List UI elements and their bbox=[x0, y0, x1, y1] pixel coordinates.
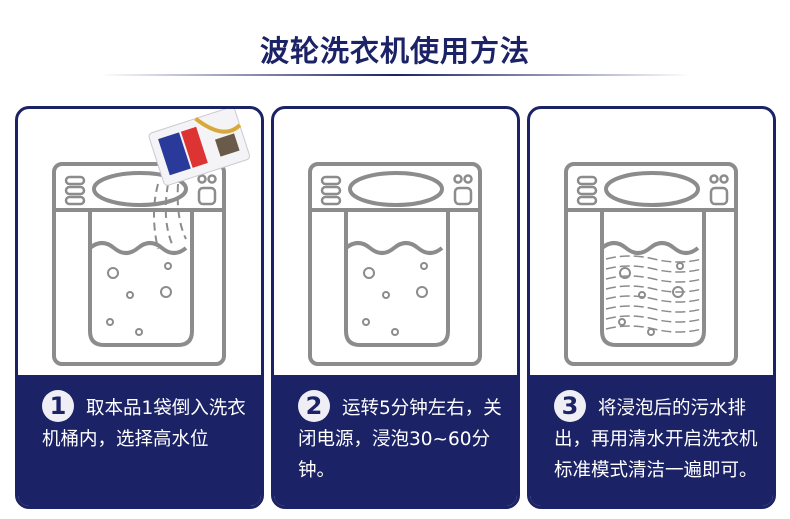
washer-rinse-illustration bbox=[564, 162, 738, 366]
water-surface bbox=[600, 241, 700, 255]
step-text: 运转5分钟左右，关闭电源，浸泡30~60分钟。 bbox=[298, 398, 502, 481]
water-surface bbox=[88, 241, 188, 255]
washer-pour-illustration bbox=[52, 109, 251, 366]
washer-body bbox=[564, 162, 738, 366]
washer-body bbox=[52, 162, 226, 366]
water-surface bbox=[344, 241, 444, 255]
step-number-badge: 3 bbox=[554, 390, 586, 422]
washer-body bbox=[308, 162, 482, 366]
page-title: 波轮洗衣机使用方法 bbox=[259, 34, 530, 68]
title-underline bbox=[100, 74, 690, 76]
washer-tub bbox=[600, 210, 706, 347]
washer-lid bbox=[604, 171, 700, 207]
washer-lid bbox=[348, 171, 444, 207]
step-text: 将浸泡后的污水排出，再用清水开启洗衣机标准模式清洁一遍即可。 bbox=[554, 398, 758, 481]
step-text: 取本品1袋倒入洗衣机桶内，选择高水位 bbox=[42, 398, 246, 450]
washer-soak-illustration bbox=[308, 162, 482, 366]
washer-lid bbox=[92, 171, 188, 207]
detergent-packet-icon bbox=[148, 109, 251, 186]
washer-tub bbox=[88, 210, 194, 347]
washer-tub bbox=[344, 210, 450, 347]
step-number-badge: 2 bbox=[298, 390, 330, 422]
step-number-badge: 1 bbox=[42, 390, 74, 422]
